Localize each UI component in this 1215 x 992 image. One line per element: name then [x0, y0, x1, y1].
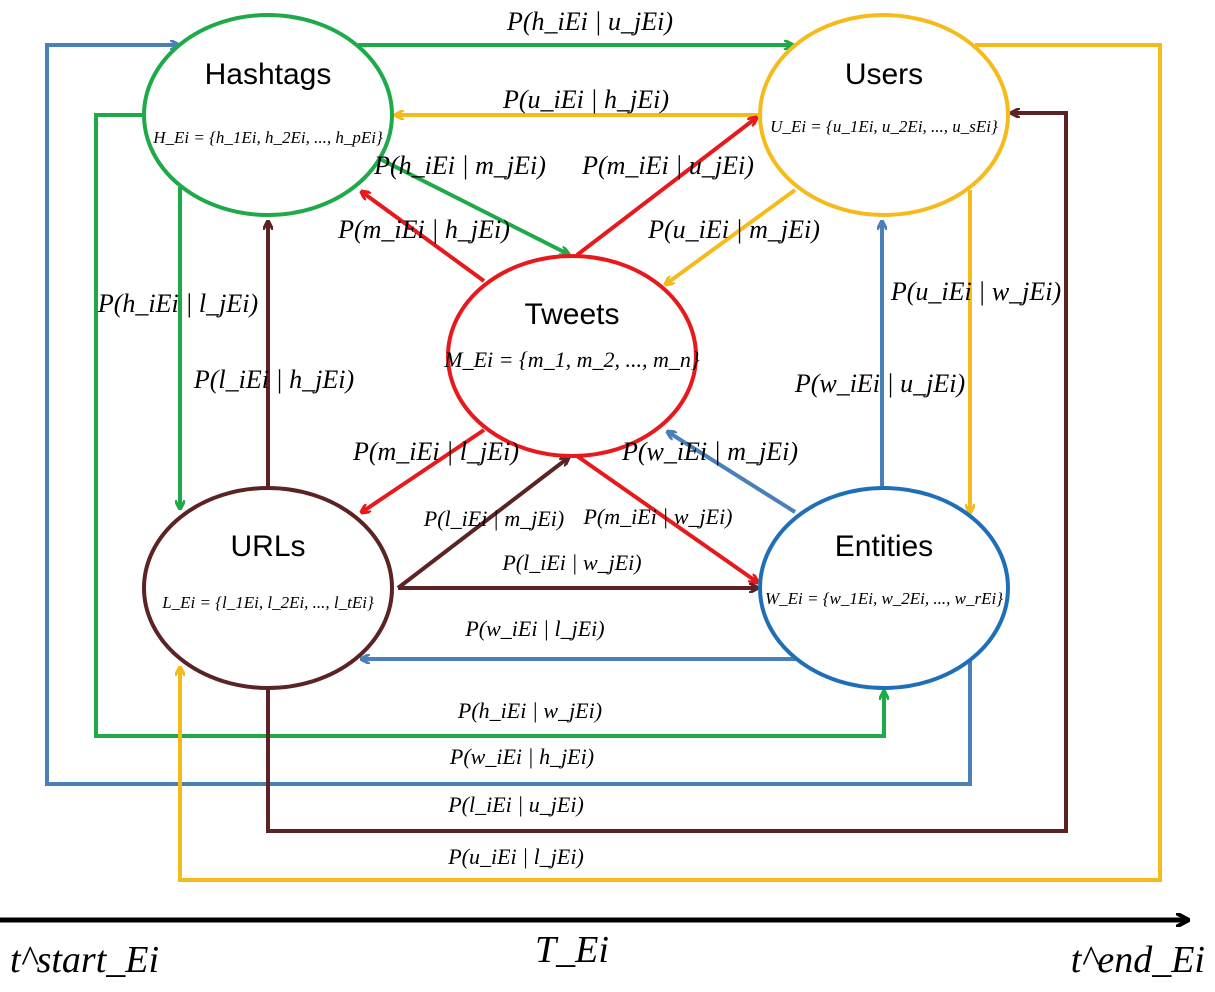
label-u-given-h: P(u_iEi | h_jEi): [502, 85, 669, 114]
label-l-given-u: P(l_iEi | u_jEi): [447, 792, 584, 817]
edge-entities-to-hashtags-outer: [45, 45, 972, 786]
label-m-given-w: P(m_iEi | w_jEi): [582, 504, 732, 529]
node-urls: URLs L_Ei = {l_1Ei, l_2Ei, ..., l_tEi}: [142, 486, 394, 690]
label-l-given-m: P(l_iEi | m_jEi): [423, 506, 564, 531]
label-l-given-w: P(l_iEi | w_jEi): [501, 550, 641, 575]
label-w-given-m: P(w_iEi | m_jEi): [621, 437, 798, 466]
edge-hashtags-to-entities-outer: [94, 113, 884, 738]
label-w-given-h: P(w_iEi | h_jEi): [449, 744, 594, 769]
edge-tweets-to-hashtags: [362, 192, 486, 283]
timeline-middle-label: T_Ei: [535, 929, 609, 971]
node-users: Users U_Ei = {u_1Ei, u_2Ei, ..., u_sEi}: [758, 13, 1010, 217]
node-entities-title: Entities: [835, 530, 933, 563]
edge-users-to-tweets: [666, 188, 797, 284]
node-hashtags: Hashtags H_Ei = {h_1Ei, h_2Ei, ..., h_pE…: [142, 13, 394, 217]
node-hashtags-title: Hashtags: [205, 58, 332, 91]
edge-users-to-urls-outer: [180, 43, 1162, 882]
node-entities-set: W_Ei = {w_1Ei, w_2Ei, ..., w_rEi}: [765, 589, 1003, 608]
edge-entities-to-tweets: [668, 432, 797, 514]
timeline-end-label: t^end_Ei: [1071, 939, 1205, 981]
label-h-given-l: P(h_iEi | l_jEi): [97, 289, 258, 318]
node-tweets-title: Tweets: [524, 298, 619, 331]
node-tweets-set: M_Ei = {m_1, m_2, ..., m_n}: [443, 347, 700, 372]
edge-tweets-to-entities: [575, 454, 757, 582]
label-u-given-m: P(u_iEi | m_jEi): [647, 215, 820, 244]
label-h-given-w: P(h_iEi | w_jEi): [457, 698, 602, 723]
label-u-given-w: P(u_iEi | w_jEi): [890, 277, 1061, 306]
edge-tweets-to-urls: [362, 428, 486, 512]
label-m-given-h: P(m_iEi | h_jEi): [337, 215, 510, 244]
label-w-given-u: P(w_iEi | u_jEi): [794, 369, 965, 398]
edge-urls-to-users-outer: [266, 113, 1068, 833]
label-l-given-h: P(l_iEi | h_jEi): [193, 365, 354, 394]
label-u-given-l: P(u_iEi | l_jEi): [447, 844, 584, 869]
timeline-start-label: t^start_Ei: [10, 939, 159, 981]
edge-urls-to-tweets: [396, 458, 568, 590]
label-w-given-l: P(w_iEi | l_jEi): [464, 616, 604, 641]
node-hashtags-set: H_Ei = {h_1Ei, h_2Ei, ..., h_pEi}: [152, 128, 383, 147]
node-users-set: U_Ei = {u_1Ei, u_2Ei, ..., u_sEi}: [770, 117, 998, 136]
label-h-given-u: P(h_iEi | u_jEi): [506, 7, 673, 36]
node-entities: Entities W_Ei = {w_1Ei, w_2Ei, ..., w_rE…: [758, 486, 1010, 690]
edge-hashtags-to-tweets: [377, 156, 568, 254]
label-m-given-l: P(m_iEi | l_jEi): [352, 437, 519, 466]
node-users-title: Users: [845, 58, 923, 91]
label-h-given-m: P(h_iEi | m_jEi): [373, 151, 546, 180]
node-tweets: Tweets M_Ei = {m_1, m_2, ..., m_n}: [443, 254, 700, 458]
node-urls-title: URLs: [230, 530, 305, 563]
node-urls-set: L_Ei = {l_1Ei, l_2Ei, ..., l_tEi}: [161, 593, 374, 612]
label-m-given-u: P(m_iEi | u_jEi): [581, 151, 754, 180]
edge-tweets-to-users: [575, 118, 756, 257]
